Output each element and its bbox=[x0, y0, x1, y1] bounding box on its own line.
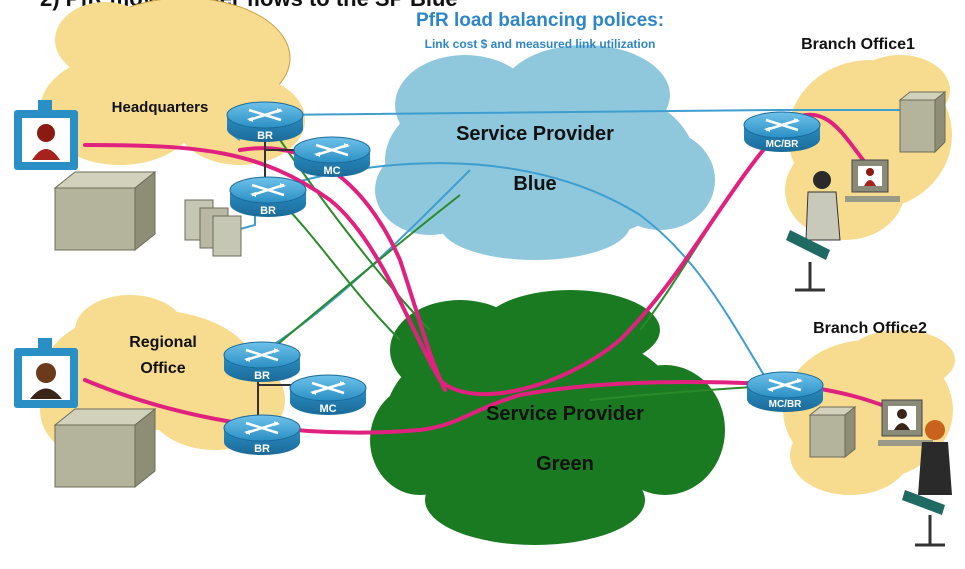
branch-office1-label: Branch Office1 bbox=[801, 36, 915, 53]
regional-br-bottom-router: BR bbox=[222, 413, 302, 457]
regional-br-top-router: BR bbox=[222, 340, 302, 384]
hq-br-bottom-router: BR bbox=[228, 175, 308, 219]
branch1-user-icon bbox=[786, 159, 900, 292]
hq-mc-router: MC bbox=[292, 135, 372, 179]
regional-br-top-label: BR bbox=[254, 370, 270, 382]
headquarters-label: Headquarters bbox=[112, 99, 209, 116]
branch1-mcbr-router: MC/BR bbox=[742, 110, 822, 154]
regional-office-label-line1: Regional bbox=[129, 334, 197, 351]
sp-green-label-line1: Service Provider bbox=[486, 403, 644, 425]
branch-office2-label: Branch Office2 bbox=[813, 320, 927, 337]
headquarters-cloud bbox=[40, 0, 305, 165]
branch1-mcbr-label: MC/BR bbox=[766, 139, 800, 150]
regional-mc-label: MC bbox=[319, 403, 336, 415]
branch2-mcbr-router: MC/BR bbox=[745, 370, 825, 414]
branch1-server-icon bbox=[898, 90, 947, 154]
regional-br-bottom-label: BR bbox=[254, 443, 270, 455]
service-provider-green-cloud bbox=[370, 290, 725, 545]
regional-video-endpoint-icon bbox=[14, 338, 78, 408]
regional-mc-router: MC bbox=[288, 373, 368, 417]
hq-br-top-label: BR bbox=[257, 130, 273, 142]
hq-mc-label: MC bbox=[323, 165, 340, 177]
branch2-server-icon bbox=[808, 405, 857, 459]
regional-office-building-icon bbox=[54, 408, 156, 488]
hq-br-top-router: BR bbox=[225, 100, 305, 144]
branch2-user-icon bbox=[878, 399, 952, 547]
service-provider-blue-cloud bbox=[375, 45, 715, 260]
hq-video-endpoint-icon bbox=[14, 100, 78, 170]
hq-servers-icon bbox=[184, 199, 242, 257]
policy-subtitle: Link cost $ and measured link utilizatio… bbox=[425, 37, 656, 51]
partial-header-line: 2) PfR moves other flows to the SP Blue bbox=[40, 0, 458, 11]
sp-blue-label-line1: Service Provider bbox=[456, 123, 614, 145]
branch2-mcbr-label: MC/BR bbox=[769, 399, 803, 410]
regional-office-label-line2: Office bbox=[140, 360, 185, 377]
sp-blue-label-line2: Blue bbox=[513, 173, 556, 195]
headquarters-building-icon bbox=[54, 171, 156, 251]
sp-green-label-line2: Green bbox=[536, 453, 594, 475]
hq-br-bottom-label: BR bbox=[260, 205, 276, 217]
policy-title: PfR load balancing polices: bbox=[416, 10, 664, 31]
